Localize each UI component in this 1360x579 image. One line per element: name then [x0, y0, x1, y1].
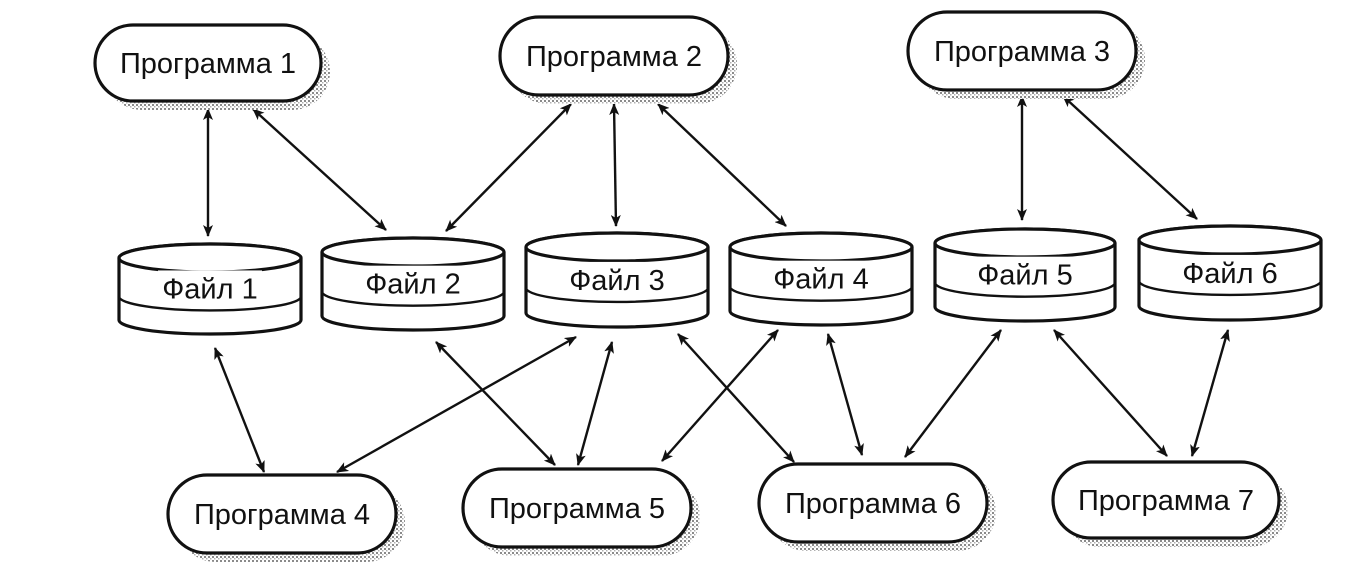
file-node-4: Файл 4	[728, 231, 914, 327]
file-label: Файл 5	[977, 260, 1072, 292]
program-box	[461, 467, 693, 549]
cylinder-band	[320, 291, 506, 307]
file-label: Файл 3	[569, 265, 664, 297]
program-label: Программа 5	[489, 493, 665, 525]
program-box	[1051, 460, 1281, 540]
program-label: Программа 4	[194, 499, 370, 531]
arrow-f1-p4	[213, 347, 266, 473]
program-box	[166, 473, 398, 555]
cylinder-top	[320, 236, 506, 268]
program-box	[93, 23, 323, 103]
arrow-p1-f2	[252, 108, 387, 231]
file-label: Файл 4	[773, 264, 868, 296]
program-box	[906, 10, 1138, 92]
cylinder-band	[524, 287, 710, 304]
program-box	[498, 15, 730, 97]
program-node-5: Программа 5	[461, 467, 700, 556]
program-label: Программа 2	[526, 41, 702, 73]
program-box	[757, 462, 989, 544]
arrow-f4-p5	[661, 329, 779, 462]
label-backdrop	[973, 256, 1077, 291]
arrow-p2-f3	[609, 103, 621, 227]
arrow-f3-p6	[677, 333, 795, 463]
arrow-p3-f6	[1062, 95, 1198, 220]
file-label: Файл 1	[162, 273, 257, 305]
label-backdrop	[1178, 254, 1282, 289]
file-node-3: Файл 3	[524, 231, 710, 329]
program-node-6: Программа 6	[757, 462, 996, 551]
cylinder-band	[117, 296, 303, 312]
arrow-f5-p6	[904, 329, 1002, 458]
cylinder-top	[117, 242, 303, 274]
program-node-2: Программа 2	[498, 15, 737, 104]
program-node-1: Программа 1	[93, 23, 330, 110]
program-node-3: Программа 3	[906, 10, 1145, 99]
label-backdrop	[361, 265, 465, 300]
arrow-f3-p4	[336, 335, 577, 474]
cylinder-band	[728, 286, 914, 302]
file-node-5: Файл 5	[933, 227, 1117, 323]
program-label: Программа 3	[934, 36, 1110, 68]
program-label: Программа 6	[785, 488, 961, 520]
cylinder-band	[1137, 280, 1323, 297]
arrow-f4-p6	[826, 333, 864, 456]
program-label: Программа 1	[120, 48, 296, 80]
label-backdrop	[565, 261, 669, 296]
program-label: Программа 7	[1078, 485, 1254, 517]
arrow-f5-p7	[1053, 329, 1168, 457]
file-label: Файл 2	[365, 269, 460, 301]
cylinder-top	[1137, 224, 1323, 256]
cylinder-top	[933, 227, 1117, 259]
arrow-f3-p5	[576, 341, 614, 466]
cylinder-top	[728, 231, 914, 263]
file-label: Файл 6	[1182, 258, 1277, 290]
program-node-4: Программа 4	[166, 473, 405, 562]
arrow-f6-p7	[1190, 329, 1230, 457]
file-node-6: Файл 6	[1137, 224, 1323, 322]
file-node-1: Файл 1	[117, 242, 303, 336]
cylinder-band	[933, 282, 1117, 298]
program-node-7: Программа 7	[1051, 460, 1288, 547]
arrow-f2-p5	[435, 341, 556, 466]
label-backdrop	[158, 270, 262, 305]
arrow-p2-f2	[445, 103, 572, 232]
cylinder-top	[524, 231, 710, 263]
arrow-p2-f4	[657, 103, 787, 227]
file-node-2: Файл 2	[320, 236, 506, 332]
connections-layer	[203, 95, 1230, 474]
label-backdrop	[769, 260, 873, 295]
nodes-layer: Программа 1 Программа 2 Программа 3 Програм…	[93, 10, 1323, 562]
